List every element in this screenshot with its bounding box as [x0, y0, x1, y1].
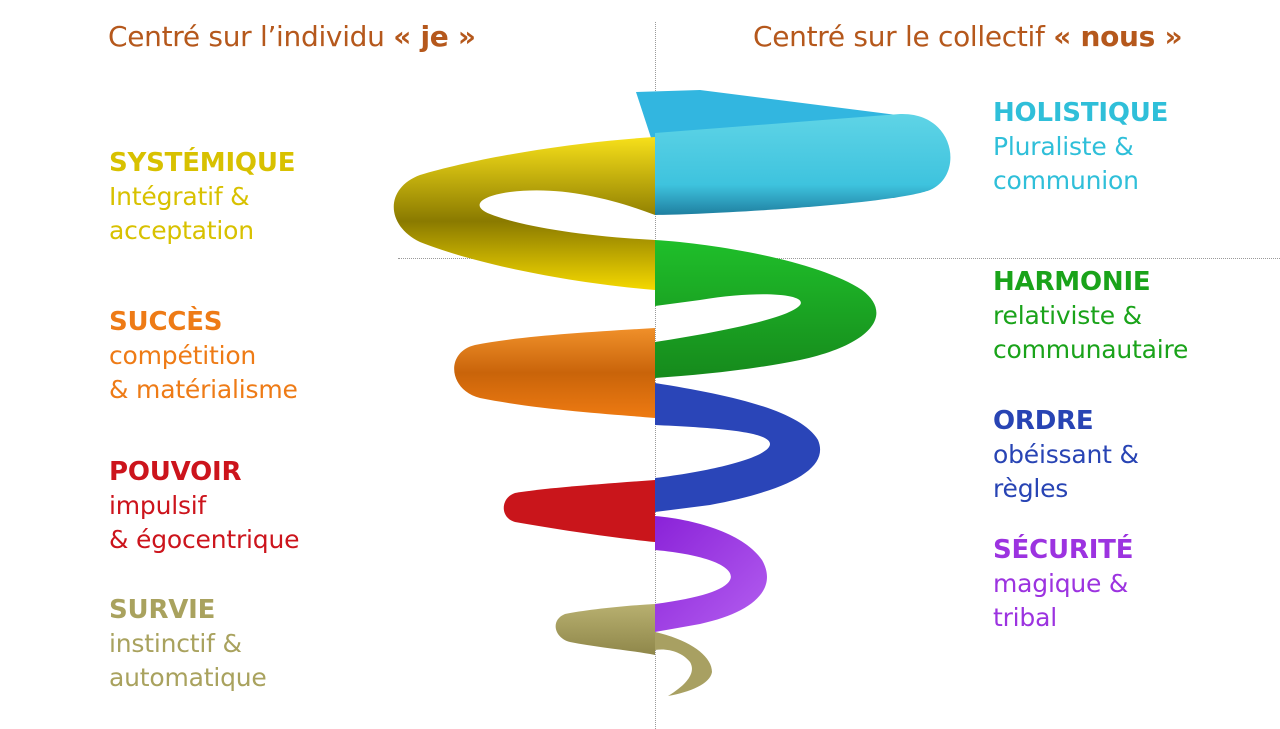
header-individual: Centré sur l’individu « je » — [108, 20, 476, 53]
header-individual-prefix: Centré sur l’individu — [108, 20, 394, 53]
horizontal-divider — [398, 258, 1280, 259]
level-title: POUVOIR — [109, 457, 242, 487]
level-desc-line2: automatique — [109, 663, 267, 692]
level-desc-line2: & égocentrique — [109, 525, 300, 554]
level-pouvoir: POUVOIR impulsif & égocentrique — [109, 455, 299, 557]
level-desc-line1: relativiste & — [993, 301, 1142, 330]
level-title: ORDRE — [993, 406, 1094, 436]
level-title: HOLISTIQUE — [993, 98, 1169, 128]
level-survie: SURVIE instinctif & automatique — [109, 593, 267, 695]
level-securite: SÉCURITÉ magique & tribal — [993, 533, 1133, 635]
level-desc-line2: tribal — [993, 603, 1057, 632]
level-desc-line1: impulsif — [109, 491, 207, 520]
header-collective: Centré sur le collectif « nous » — [753, 20, 1183, 53]
spiral-harmonie-band — [655, 240, 877, 378]
level-title: SURVIE — [109, 595, 216, 625]
spiral-survie-band — [555, 604, 655, 655]
level-title: SUCCÈS — [109, 307, 223, 337]
level-desc-line1: obéissant & — [993, 440, 1139, 469]
level-systemique: SYSTÉMIQUE Intégratif & acceptation — [109, 146, 296, 248]
level-desc-line1: Intégratif & — [109, 182, 250, 211]
level-title: SYSTÉMIQUE — [109, 148, 296, 178]
spiral-succes-band — [454, 328, 655, 418]
header-collective-prefix: Centré sur le collectif — [753, 20, 1054, 53]
level-desc-line2: acceptation — [109, 216, 254, 245]
level-desc-line1: instinctif & — [109, 629, 242, 658]
level-desc-line1: Pluraliste & — [993, 132, 1134, 161]
spiral-survie-tail — [655, 632, 712, 696]
level-title: SÉCURITÉ — [993, 535, 1134, 565]
level-desc-line2: communion — [993, 166, 1139, 195]
level-desc-line1: compétition — [109, 341, 257, 370]
header-individual-emph: « je » — [393, 20, 476, 53]
level-desc-line2: règles — [993, 474, 1069, 503]
spiral-holistique-band — [655, 113, 951, 215]
level-desc-line1: magique & — [993, 569, 1129, 598]
header-collective-emph: « nous » — [1053, 20, 1183, 53]
spiral-securite-band — [655, 516, 767, 632]
level-title: HARMONIE — [993, 267, 1151, 297]
level-harmonie: HARMONIE relativiste & communautaire — [993, 265, 1188, 367]
level-ordre: ORDRE obéissant & règles — [993, 404, 1139, 506]
spiral-systemique-band — [393, 137, 655, 290]
spiral-pouvoir-band — [503, 480, 655, 542]
level-desc-line2: & matérialisme — [109, 375, 298, 404]
level-desc-line2: communautaire — [993, 335, 1189, 364]
spiral-ordre-band — [655, 383, 821, 512]
level-holistique: HOLISTIQUE Pluraliste & communion — [993, 96, 1168, 198]
level-succes: SUCCÈS compétition & matérialisme — [109, 305, 298, 407]
